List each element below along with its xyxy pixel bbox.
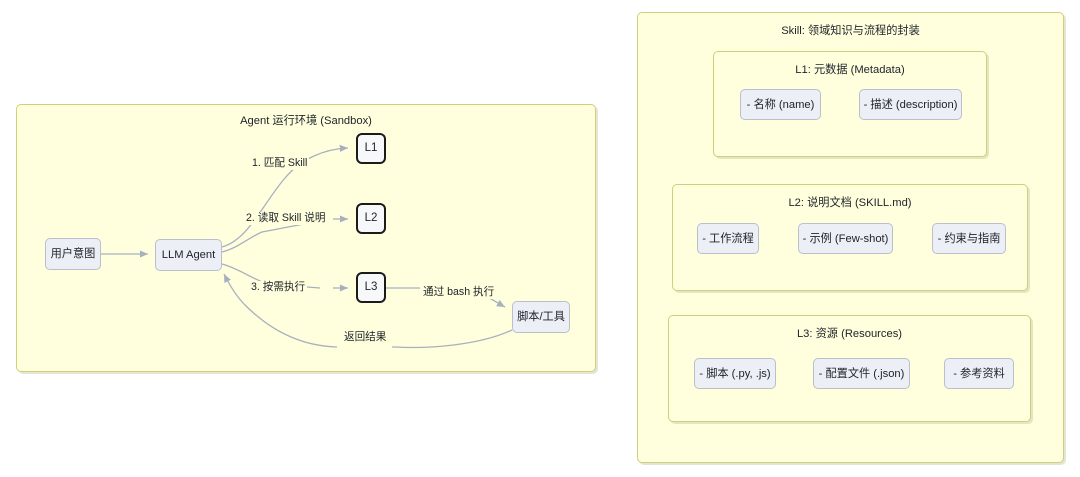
edge-label-return-result: 返回结果: [342, 331, 389, 344]
cluster-skill-l1-title: L1: 元数据 (Metadata): [795, 64, 905, 76]
node-script-tool[interactable]: 脚本/工具: [512, 301, 570, 333]
node-skill-l3-config-label: - 配置文件 (.json): [818, 367, 905, 380]
edge-label-run-via-bash: 通过 bash 执行: [421, 286, 497, 299]
node-skill-l2-constraints[interactable]: - 约束与指南: [932, 223, 1006, 254]
node-user-intent[interactable]: 用户意图: [45, 238, 101, 270]
node-skill-l3-references-label: - 参考资料: [953, 367, 1005, 380]
node-l1[interactable]: L1: [356, 133, 386, 164]
node-skill-l1-name[interactable]: - 名称 (name): [740, 89, 821, 120]
cluster-agent-sandbox-title: Agent 运行环境 (Sandbox): [240, 115, 372, 127]
cluster-skill-l3-title: L3: 资源 (Resources): [796, 328, 903, 340]
node-skill-l1-name-label: - 名称 (name): [746, 98, 815, 111]
node-l3[interactable]: L3: [356, 272, 386, 303]
cluster-skill-l2-title: L2: 说明文档 (SKILL.md): [788, 197, 912, 209]
node-skill-l3-config[interactable]: - 配置文件 (.json): [813, 358, 910, 389]
node-skill-l2-workflow-label: - 工作流程: [702, 232, 754, 245]
cluster-agent-sandbox: Agent 运行环境 (Sandbox): [16, 104, 596, 372]
node-user-intent-label: 用户意图: [50, 248, 96, 260]
node-skill-l3-scripts[interactable]: - 脚本 (.py, .js): [694, 358, 776, 389]
node-skill-l2-fewshot-label: - 示例 (Few-shot): [802, 232, 889, 245]
node-skill-l2-constraints-label: - 约束与指南: [937, 232, 1001, 245]
cluster-skill-title: Skill: 领域知识与流程的封装: [781, 25, 920, 37]
node-llm-agent[interactable]: LLM Agent: [155, 239, 222, 271]
node-skill-l3-references[interactable]: - 参考资料: [944, 358, 1014, 389]
node-script-tool-label: 脚本/工具: [517, 311, 565, 323]
node-llm-agent-label: LLM Agent: [161, 249, 216, 261]
node-l1-label: L1: [364, 142, 378, 155]
edge-label-match-skill: 1. 匹配 Skill: [250, 157, 310, 170]
node-skill-l1-description[interactable]: - 描述 (description): [859, 89, 962, 120]
node-l2[interactable]: L2: [356, 203, 386, 234]
edge-label-execute-on-demand: 3. 按需执行: [249, 281, 308, 294]
node-skill-l2-fewshot[interactable]: - 示例 (Few-shot): [798, 223, 893, 254]
edge-label-read-skill-doc: 2. 读取 Skill 说明: [244, 212, 328, 225]
node-skill-l1-description-label: - 描述 (description): [863, 98, 958, 111]
node-l2-label: L2: [364, 212, 378, 225]
node-skill-l2-workflow[interactable]: - 工作流程: [697, 223, 759, 254]
node-skill-l3-scripts-label: - 脚本 (.py, .js): [699, 367, 771, 380]
node-l3-label: L3: [364, 281, 378, 294]
